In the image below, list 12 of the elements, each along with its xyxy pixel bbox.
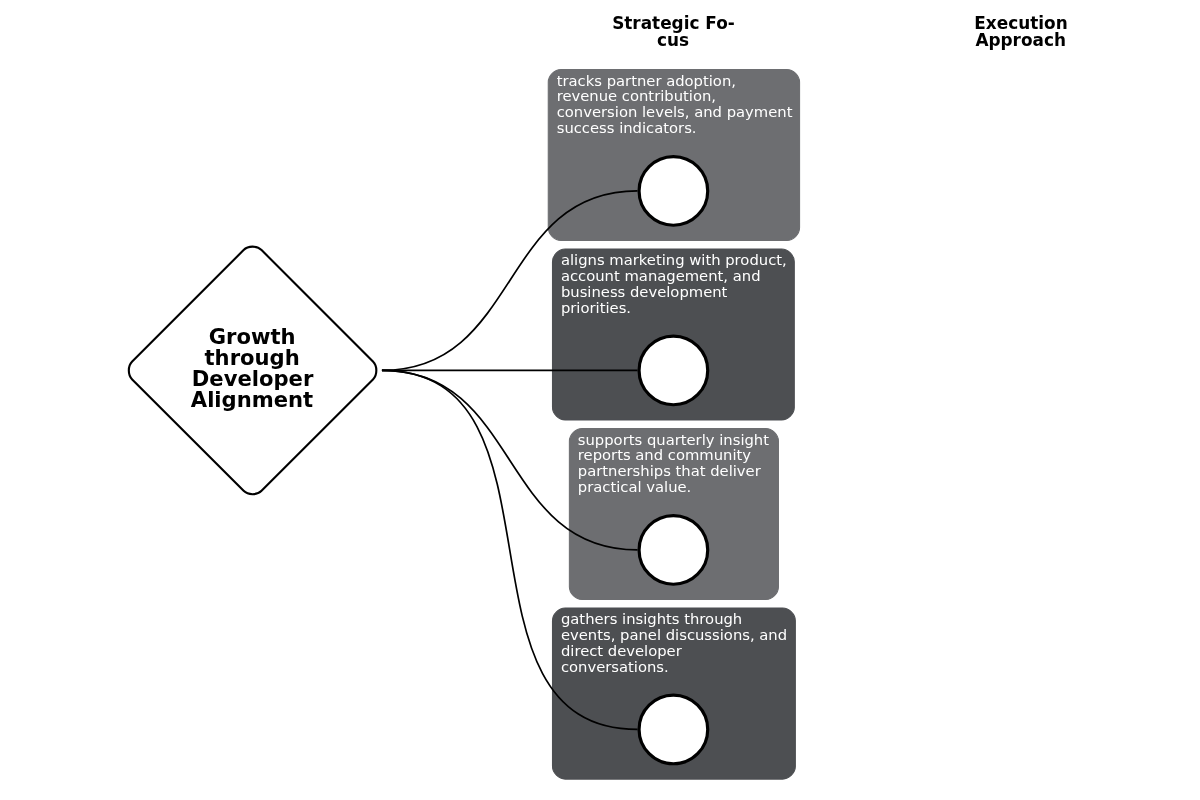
cluster: aligns marketing with product, account management, and business development priorities. — [551, 248, 795, 421]
label: Execution Approach — [974, 13, 1068, 51]
node-circle — [637, 334, 710, 407]
node-circle — [637, 514, 710, 586]
connector — [381, 369, 639, 731]
cluster: supports quarterly insight reports and community partnerships that deliver practical value. — [568, 428, 779, 601]
cluster: tracks partner adoption, revenue contribution, conversion levels, and payment success indicators. — [547, 68, 801, 242]
node-circle — [637, 693, 710, 766]
node-circle — [637, 155, 710, 227]
label: Strategic Fo- cus — [612, 13, 735, 51]
connector — [381, 190, 639, 372]
cluster: gathers insights through events, panel discussions, and direct developer conversations. — [551, 607, 796, 780]
